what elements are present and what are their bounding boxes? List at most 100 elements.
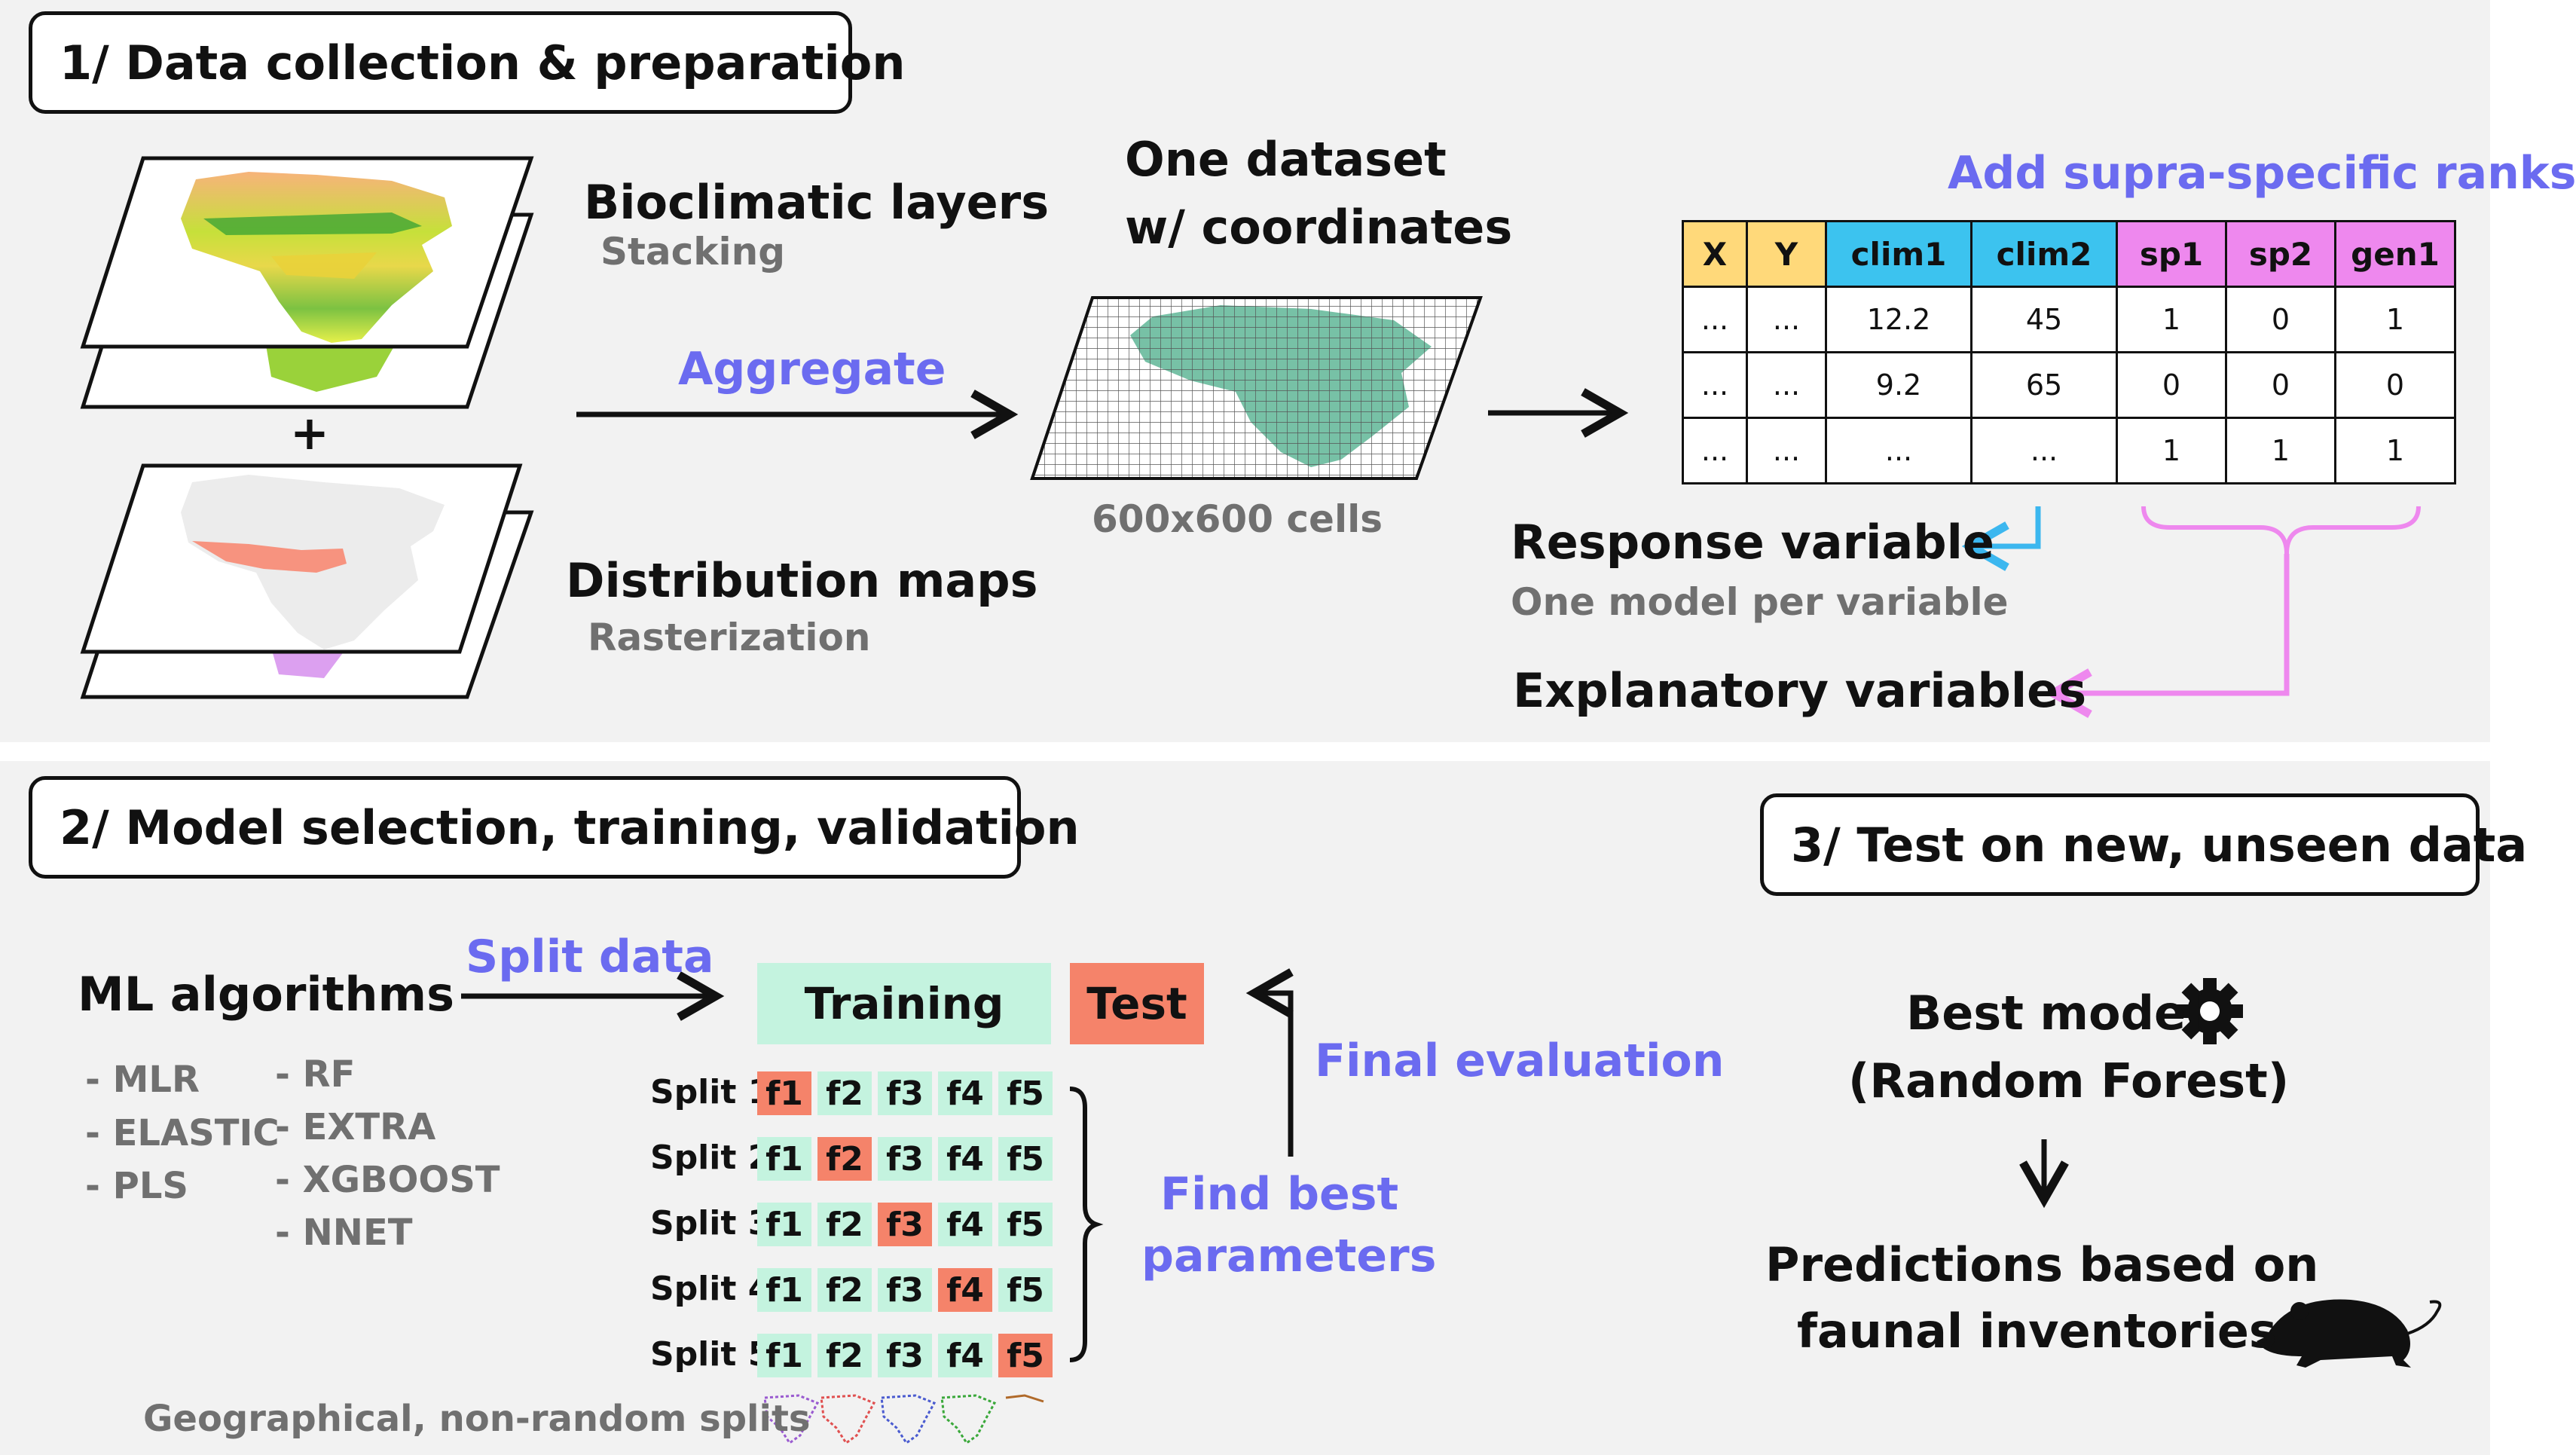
fold-cell-training: f2 xyxy=(817,1334,872,1377)
header-clim1: clim1 xyxy=(1825,220,1972,288)
final-evaluation-label: Final evaluation xyxy=(1315,1035,1725,1087)
training-box: Training xyxy=(757,963,1051,1044)
distribution-title: Distribution maps xyxy=(566,553,1038,608)
gear-icon xyxy=(2177,978,2243,1044)
find-best-line1: Find best xyxy=(1160,1168,1399,1221)
fold-cell-training: f5 xyxy=(998,1203,1053,1246)
geo-split-maps xyxy=(763,1394,1044,1445)
table-cell: ... xyxy=(1746,286,1827,353)
explanatory-brace xyxy=(2141,506,2421,555)
fold-cell-training: f4 xyxy=(938,1071,992,1115)
dataset-table: X Y clim1 clim2 sp1 sp2 gen1 ... ... 12.… xyxy=(1682,220,2456,484)
algo-pls: - PLS xyxy=(85,1165,188,1207)
response-arrow xyxy=(1961,506,2041,571)
table-cell: ... xyxy=(1746,417,1827,484)
table-cell: ... xyxy=(1682,417,1748,484)
table-cell: ... xyxy=(1970,417,2118,484)
ml-algorithms-title: ML algorithms xyxy=(78,967,454,1022)
plus-sign: + xyxy=(290,405,329,460)
split-label: Split 5 xyxy=(650,1335,772,1374)
fold-cell-training: f3 xyxy=(878,1334,932,1377)
fold-cell-training: f2 xyxy=(817,1268,872,1312)
header-clim2: clim2 xyxy=(1970,220,2118,288)
explanatory-variables-title: Explanatory variables xyxy=(1513,663,2087,718)
algo-elastic: - ELASTIC xyxy=(85,1112,280,1154)
table-cell: ... xyxy=(1746,351,1827,419)
fold-cell-training: f4 xyxy=(938,1334,992,1377)
bioclimatic-layer-front xyxy=(80,156,534,349)
algo-rf: - RF xyxy=(275,1053,356,1096)
fold-cell-training: f2 xyxy=(817,1071,872,1115)
header-x: X xyxy=(1682,220,1748,288)
distribution-layer-front xyxy=(80,463,523,654)
fold-cell-validation: f3 xyxy=(878,1203,932,1246)
table-row: ... ... ... ... 1 1 1 xyxy=(1682,417,2456,484)
header-sp2: sp2 xyxy=(2225,220,2336,288)
fold-cell-training: f5 xyxy=(998,1268,1053,1312)
prediction-line2: faunal inventories xyxy=(1797,1304,2277,1359)
fold-cell-validation: f1 xyxy=(757,1071,811,1115)
distribution-sub: Rasterization xyxy=(588,616,871,659)
section3-title: 3/ Test on new, unseen data xyxy=(1760,793,2527,896)
geo-splits-caption: Geographical, non-random splits xyxy=(143,1398,811,1440)
fold-cell-training: f1 xyxy=(757,1334,811,1377)
random-forest-label: (Random Forest) xyxy=(1848,1053,2290,1108)
section2-title: 2/ Model selection, training, validation xyxy=(29,776,1080,879)
table-cell: 65 xyxy=(1970,351,2118,419)
table-cell: 1 xyxy=(2116,417,2227,484)
fold-cell-training: f1 xyxy=(757,1137,811,1181)
dataset-line1: One dataset xyxy=(1125,132,1447,187)
header-gen1: gen1 xyxy=(2334,220,2456,288)
table-cell: 1 xyxy=(2334,417,2456,484)
algo-extra: - EXTRA xyxy=(275,1106,436,1148)
table-cell: 1 xyxy=(2116,286,2227,353)
fold-cell-training: f2 xyxy=(817,1203,872,1246)
table-cell: 0 xyxy=(2225,286,2336,353)
prediction-line1: Predictions based on xyxy=(1765,1237,2319,1292)
table-cell: 9.2 xyxy=(1825,351,1972,419)
algo-nnet: - NNET xyxy=(275,1212,413,1254)
test-box: Test xyxy=(1070,963,1204,1044)
rodent-icon xyxy=(2257,1299,2442,1368)
final-evaluation-arrow xyxy=(1245,968,1294,1157)
fold-cell-training: f1 xyxy=(757,1268,811,1312)
fold-cell-training: f5 xyxy=(998,1071,1053,1115)
table-cell: 0 xyxy=(2225,351,2336,419)
table-cell: ... xyxy=(1682,286,1748,353)
table-cell: 0 xyxy=(2334,351,2456,419)
table-cell: ... xyxy=(1825,417,1972,484)
table-cell: 1 xyxy=(2225,417,2336,484)
best-model-label: Best model xyxy=(1906,986,2202,1041)
bioclimatic-sub: Stacking xyxy=(600,230,786,274)
split-data-label: Split data xyxy=(466,931,714,983)
grid-caption: 600x600 cells xyxy=(1092,497,1383,541)
section1-title: 1/ Data collection & preparation xyxy=(29,11,906,114)
split-label: Split 3 xyxy=(650,1204,772,1243)
split-label: Split 1 xyxy=(650,1073,772,1111)
species-range-shape xyxy=(192,541,347,573)
response-variable-title: Response variable xyxy=(1511,515,1994,570)
header-y: Y xyxy=(1746,220,1827,288)
fold-cell-validation: f4 xyxy=(938,1268,992,1312)
fold-cell-training: f5 xyxy=(998,1137,1053,1181)
table-cell: 45 xyxy=(1970,286,2118,353)
fold-cell-training: f3 xyxy=(878,1268,932,1312)
fold-cell-training: f3 xyxy=(878,1071,932,1115)
table-row: ... ... 12.2 45 1 0 1 xyxy=(1682,286,2456,353)
table-cell: 12.2 xyxy=(1825,286,1972,353)
dataset-grid xyxy=(1030,296,1483,480)
supra-ranks-label: Add supra-specific ranks xyxy=(1948,147,2576,200)
table-row: ... ... 9.2 65 0 0 0 xyxy=(1682,351,2456,419)
algo-xgboost: - XGBOOST xyxy=(275,1159,500,1201)
explanatory-arrow xyxy=(2044,554,2290,718)
fold-cell-training: f1 xyxy=(757,1203,811,1246)
diagram-graphics xyxy=(80,156,2442,1445)
response-variable-sub: One model per variable xyxy=(1511,580,2009,624)
split-label: Split 4 xyxy=(650,1270,772,1308)
bioclimatic-title: Bioclimatic layers xyxy=(584,175,1050,230)
fold-cell-training: f3 xyxy=(878,1137,932,1181)
dataset-line2: w/ coordinates xyxy=(1125,200,1513,255)
fold-cell-validation: f5 xyxy=(998,1334,1053,1377)
cv-bracket xyxy=(1069,1087,1104,1362)
